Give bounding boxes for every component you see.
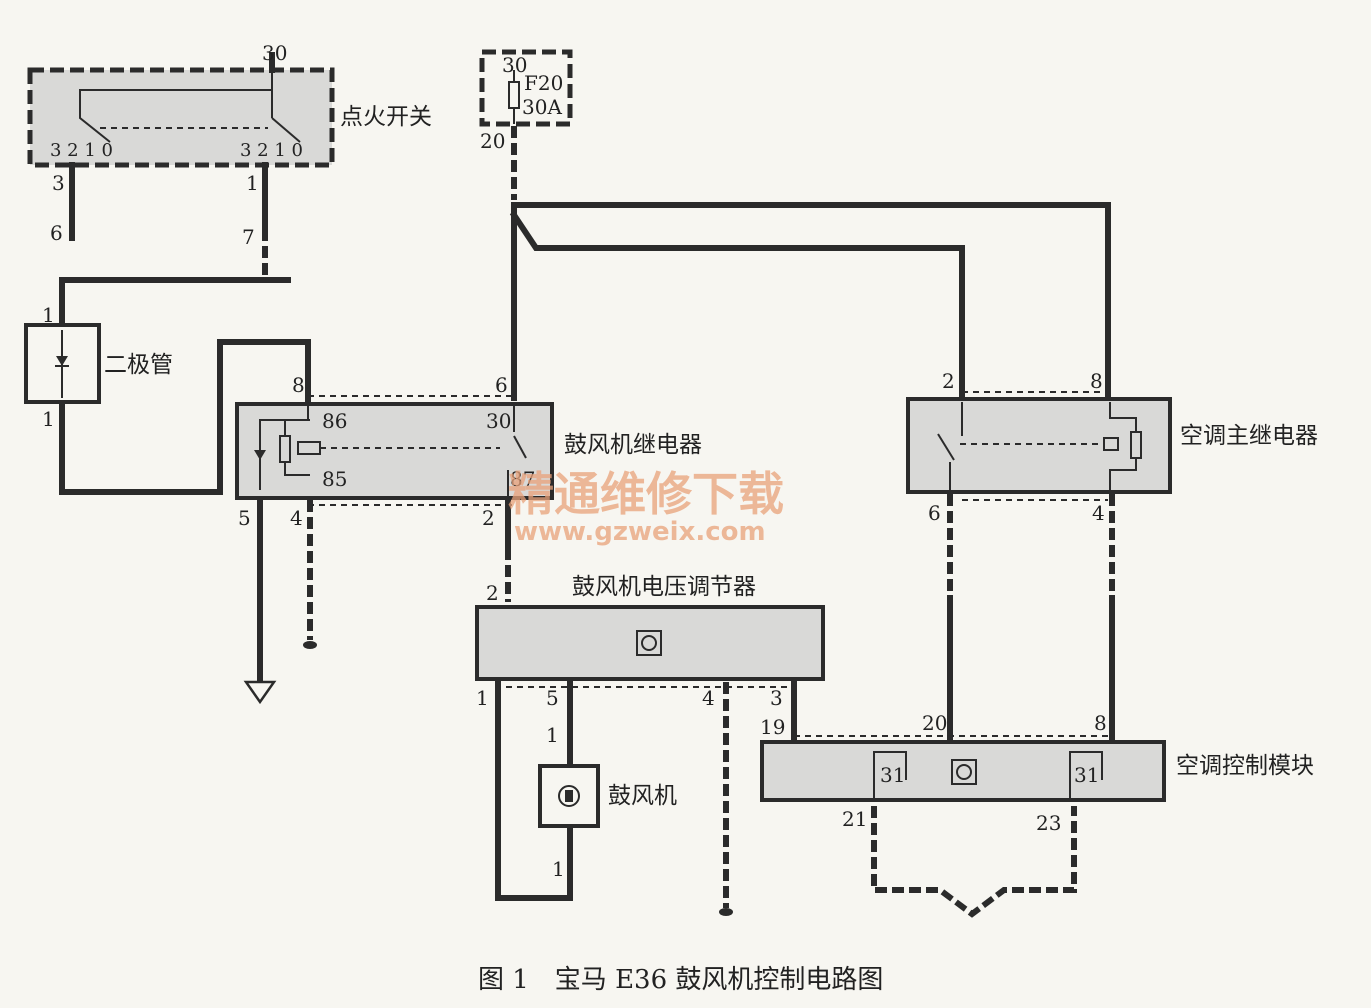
ac-main-relay-box (906, 397, 1172, 494)
watermark-url: www.gzweix.com (514, 517, 766, 547)
ac-relay-pin-8: 8 (1090, 369, 1103, 393)
motor-pin-top: 1 (546, 723, 559, 747)
ac-main-relay-label: 空调主继电器 (1180, 423, 1318, 449)
fuse-rating: 30A (522, 95, 562, 119)
ign-right-positions: 3 2 1 0 (240, 140, 303, 161)
ac-module-icon (951, 759, 977, 785)
fuse-pin-20: 20 (480, 129, 505, 153)
ign-pin-30: 30 (262, 41, 287, 65)
blower-relay-label: 鼓风机继电器 (564, 432, 702, 458)
ac-module-ground-loop (871, 806, 1077, 918)
figure-caption: 图 1 宝马 E36 鼓风机控制电路图 (478, 965, 883, 995)
reg-to-motor-return (495, 679, 573, 901)
power-to-ac-relay-8 (511, 202, 1111, 401)
ac-control-module-label: 空调控制模块 (1176, 753, 1314, 779)
ac-relay-pin-4: 4 (1092, 501, 1105, 525)
diode-pin-bottom: 1 (42, 407, 55, 431)
ign-out-1: 1 (246, 171, 259, 195)
fuse-name: F20 (524, 71, 563, 95)
acm-pin-21: 21 (842, 807, 867, 831)
ac-relay-pin-6: 6 (928, 501, 941, 525)
acm-pin-20: 20 (922, 711, 947, 735)
fuse-box (479, 49, 573, 127)
reg-pin-5: 5 (546, 686, 559, 710)
acm-internal-31a: 31 (880, 763, 905, 787)
voltage-regulator-label: 鼓风机电压调节器 (572, 574, 756, 600)
reg-pin-4: 4 (702, 686, 715, 710)
acm-pin-19: 19 (760, 715, 785, 739)
acm-internal-31b: 31 (1074, 763, 1099, 787)
ignition-internal-link (79, 62, 273, 143)
ign-out-3: 3 (52, 171, 65, 195)
relay-pin-85: 85 (322, 467, 347, 491)
relay-pin-30: 30 (486, 409, 511, 433)
diode-symbol (56, 356, 68, 366)
relay-pin-2: 2 (482, 506, 495, 530)
blower-motor-label: 鼓风机 (608, 783, 677, 809)
relay-pin-8: 8 (292, 373, 305, 397)
diode-pin-top: 1 (42, 303, 55, 327)
ign-left-positions: 3 2 1 0 (50, 140, 113, 161)
acm-pin-8: 8 (1094, 711, 1107, 735)
relay-pin-5: 5 (238, 506, 251, 530)
ac-relay-pin-2: 2 (942, 369, 955, 393)
ground-symbol (243, 680, 277, 705)
ign-conn-6: 6 (50, 221, 63, 245)
fuse-pin-30: 30 (502, 53, 527, 77)
reg-pin-2: 2 (486, 581, 499, 605)
reg-pin-1: 1 (476, 686, 489, 710)
ignition-switch-label: 点火开关 (340, 104, 432, 130)
ign-to-diode-wire (59, 277, 291, 325)
relay-pin-86: 86 (322, 409, 347, 433)
regulator-module-icon (636, 630, 662, 656)
diode-to-relay-wire (59, 339, 311, 495)
reg-pin-3: 3 (770, 686, 783, 710)
relay-coil-resistor (279, 435, 291, 463)
motor-icon (558, 785, 580, 807)
diode-label: 二极管 (104, 352, 173, 378)
relay-pin-4: 4 (290, 506, 303, 530)
ac-relay-coil (1103, 437, 1119, 451)
motor-pin-bottom: 1 (552, 857, 565, 881)
relay-pin-87: 87 (510, 467, 535, 491)
acm-pin-23: 23 (1036, 811, 1061, 835)
fuse-symbol (508, 81, 520, 109)
relay-coil (297, 441, 321, 455)
relay-pin-6: 6 (495, 373, 508, 397)
power-to-ac-relay-2 (509, 210, 965, 401)
ign-conn-7: 7 (242, 225, 255, 249)
watermark-title: 精通维修下载 (508, 467, 784, 521)
